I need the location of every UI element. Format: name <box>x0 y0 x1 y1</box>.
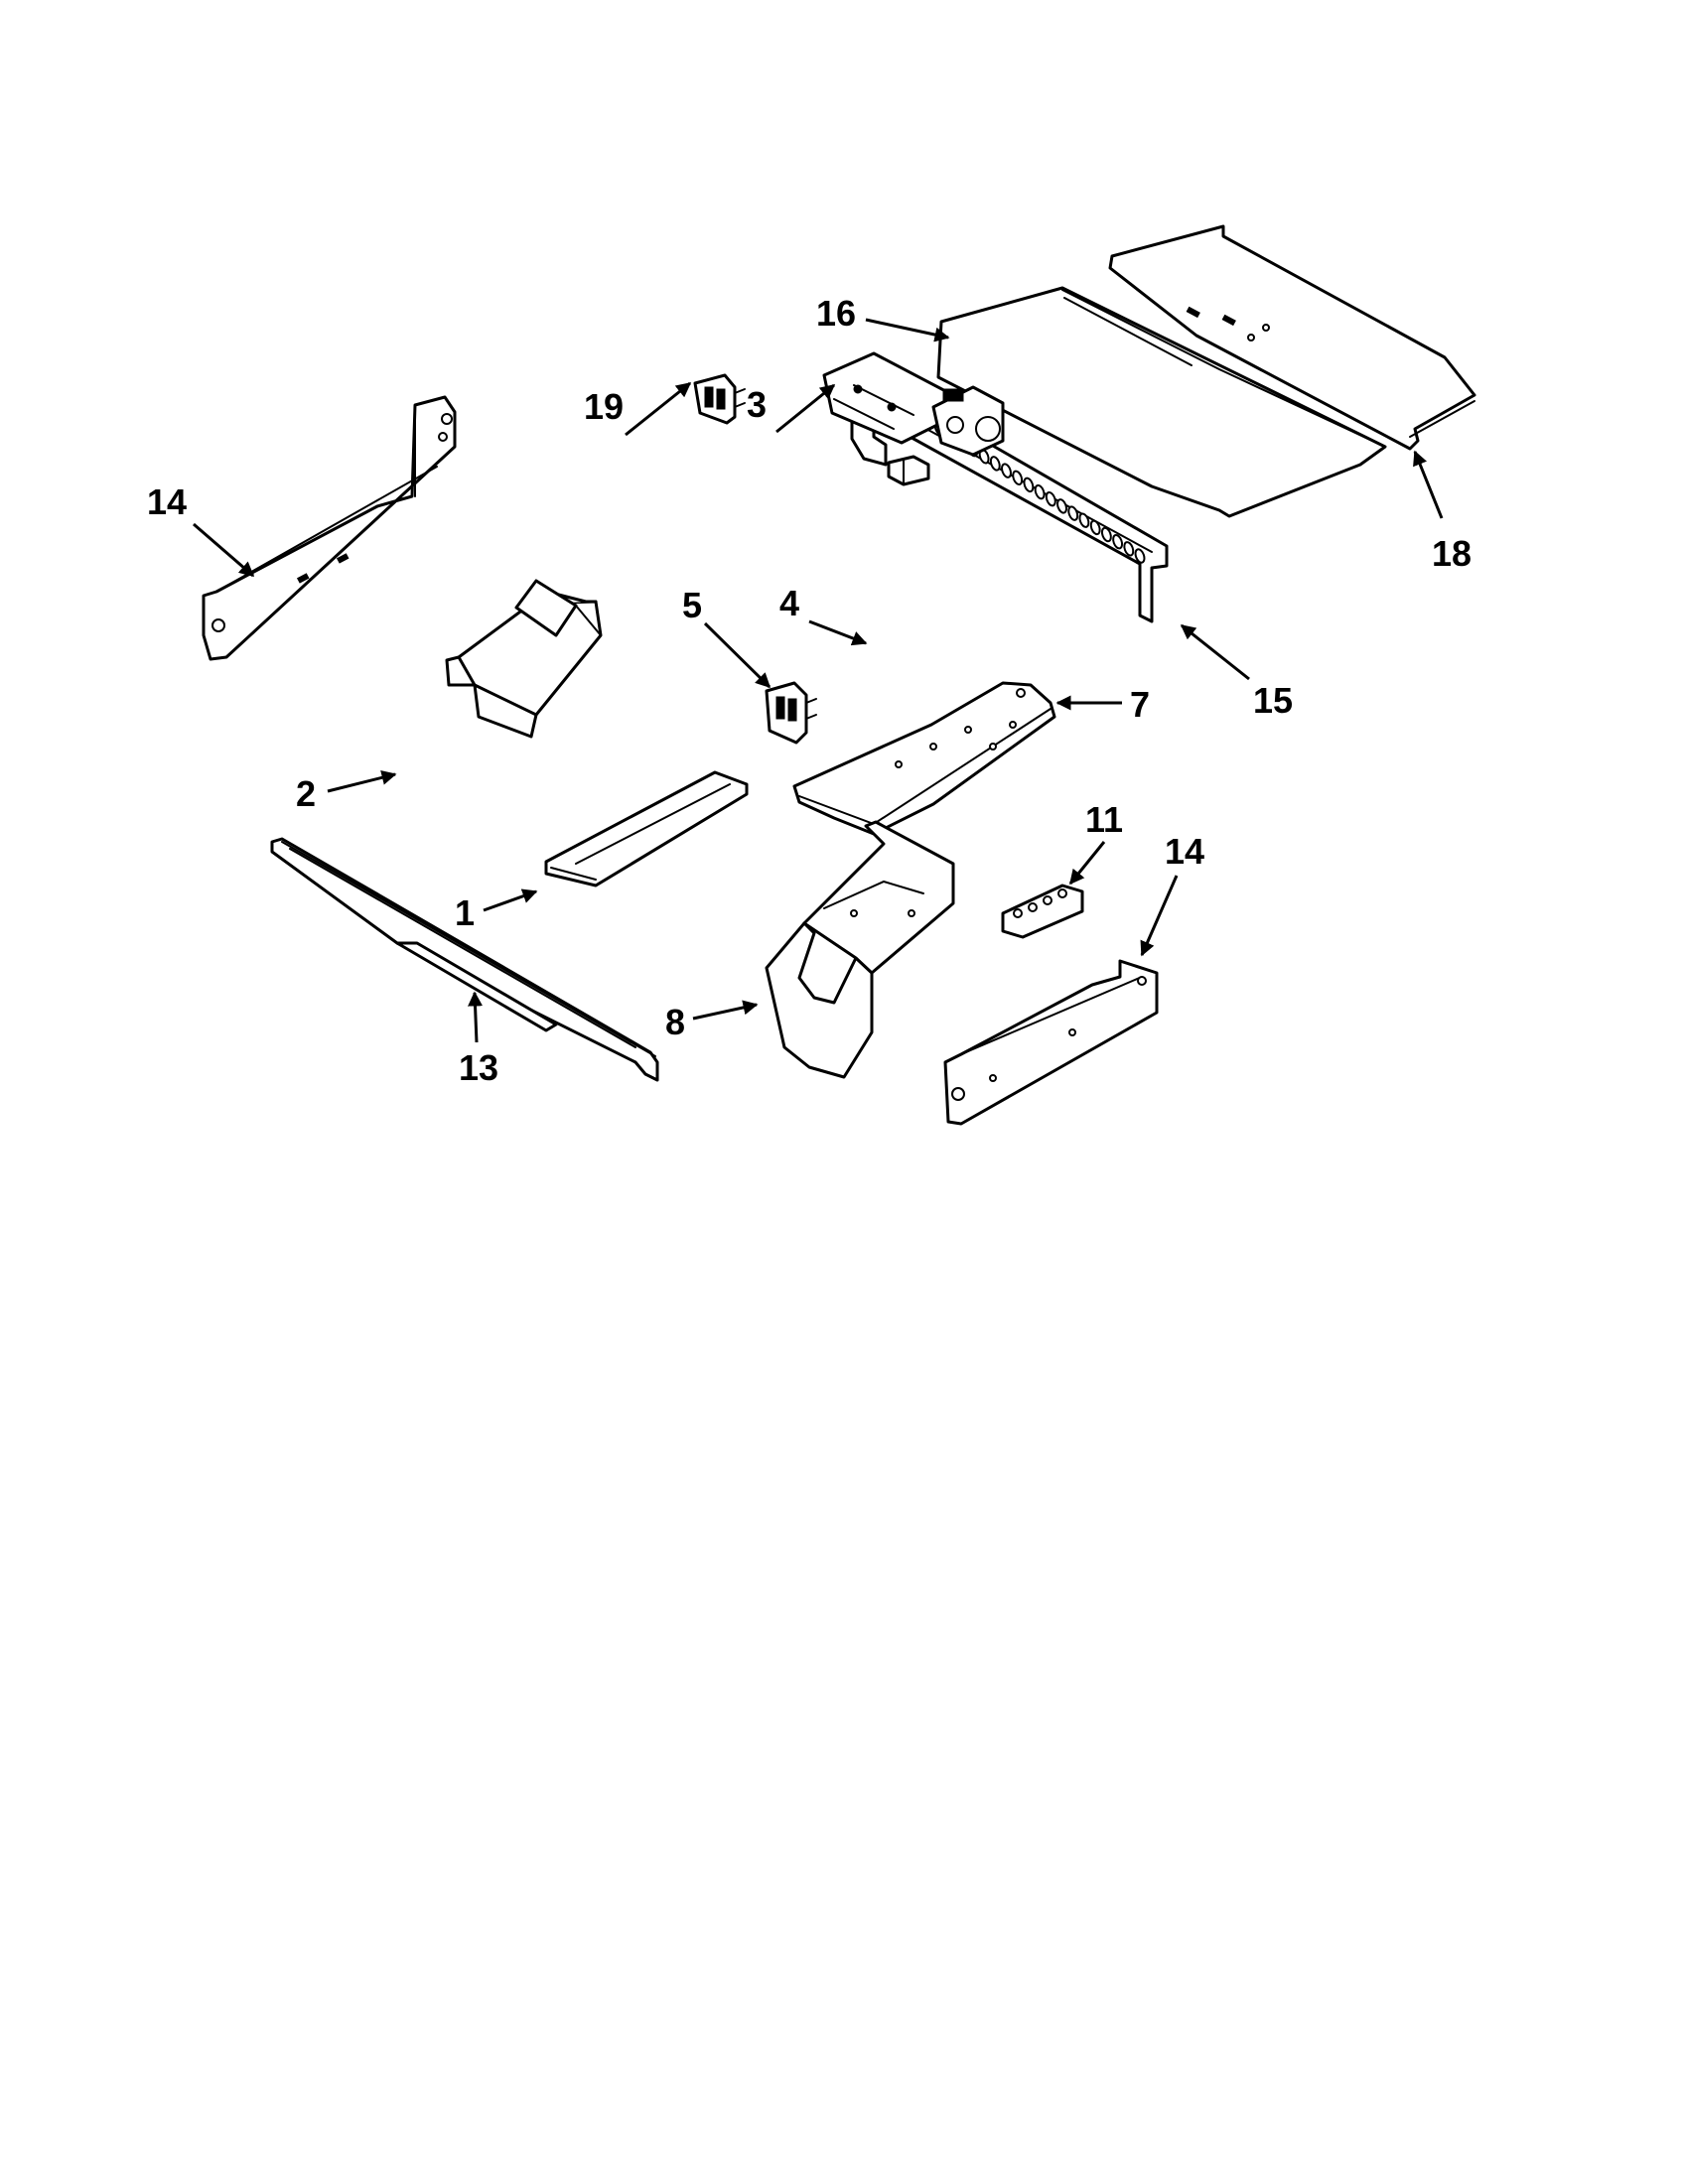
bracket-slot <box>1034 483 1046 500</box>
part-8-heat-shield <box>765 820 955 1079</box>
callout-14b: 14 <box>1165 831 1204 872</box>
leader-2 <box>327 769 397 793</box>
part-1-rail <box>544 770 749 887</box>
leader-16 <box>865 318 950 342</box>
part-4-connector <box>887 455 930 486</box>
callout-8: 8 <box>665 1002 685 1042</box>
leader-13 <box>468 991 484 1043</box>
leader-15 <box>1180 623 1250 681</box>
part-19-switch <box>693 373 746 425</box>
callout-3: 3 <box>747 384 767 425</box>
leader-18 <box>1413 450 1444 519</box>
leader-3 <box>775 383 836 434</box>
bracket-slot <box>1100 526 1112 543</box>
leader-19 <box>625 381 692 437</box>
leader-1 <box>483 888 538 912</box>
bracket-slot <box>1023 477 1035 493</box>
callout-15: 15 <box>1253 680 1293 721</box>
part-2-duct <box>445 579 603 739</box>
bracket-slot <box>1001 463 1012 478</box>
part-11-terminal-block <box>1001 884 1084 939</box>
bracket-slot <box>1134 548 1146 564</box>
callout-1: 1 <box>455 892 475 933</box>
part-16-top-panel <box>936 286 1387 518</box>
leader-4 <box>808 619 868 646</box>
part-7-mounting-plate <box>792 681 1056 836</box>
part-5-switch <box>765 681 817 745</box>
part-14-side-bracket-left <box>202 395 457 661</box>
leader-5 <box>703 621 772 689</box>
callout-4: 4 <box>779 583 799 623</box>
leader-14a <box>193 522 255 578</box>
bracket-slot <box>1089 519 1101 536</box>
bracket-slot <box>1056 498 1067 514</box>
callout-2: 2 <box>296 773 316 814</box>
callout-labels: 1 2 3 4 5 7 8 11 13 14 14 15 16 18 19 <box>147 293 1472 1088</box>
callout-16: 16 <box>816 293 856 334</box>
callout-13: 13 <box>459 1047 498 1088</box>
callout-18: 18 <box>1432 533 1472 574</box>
part-18-rear-panel <box>1108 224 1476 451</box>
leader-8 <box>692 1000 759 1021</box>
bracket-slot <box>1067 505 1079 521</box>
part-14-side-bracket-right <box>943 959 1159 1126</box>
leader-14b <box>1140 875 1179 957</box>
callout-19: 19 <box>584 386 624 427</box>
bracket-slot <box>1078 512 1090 528</box>
bracket-slot <box>1012 470 1024 486</box>
callout-7: 7 <box>1130 684 1150 725</box>
callout-14a: 14 <box>147 481 187 522</box>
leader-lines <box>193 318 1444 1043</box>
leader-11 <box>1068 841 1106 886</box>
bracket-slot <box>1112 533 1124 550</box>
callout-5: 5 <box>682 585 702 625</box>
bracket-slot <box>989 456 1001 472</box>
part-3-valve-assembly <box>822 351 1005 457</box>
bracket-slot <box>1123 541 1135 557</box>
callout-11: 11 <box>1085 799 1123 840</box>
bracket-slot <box>1045 490 1056 507</box>
part-13-front-bracket <box>270 837 659 1082</box>
